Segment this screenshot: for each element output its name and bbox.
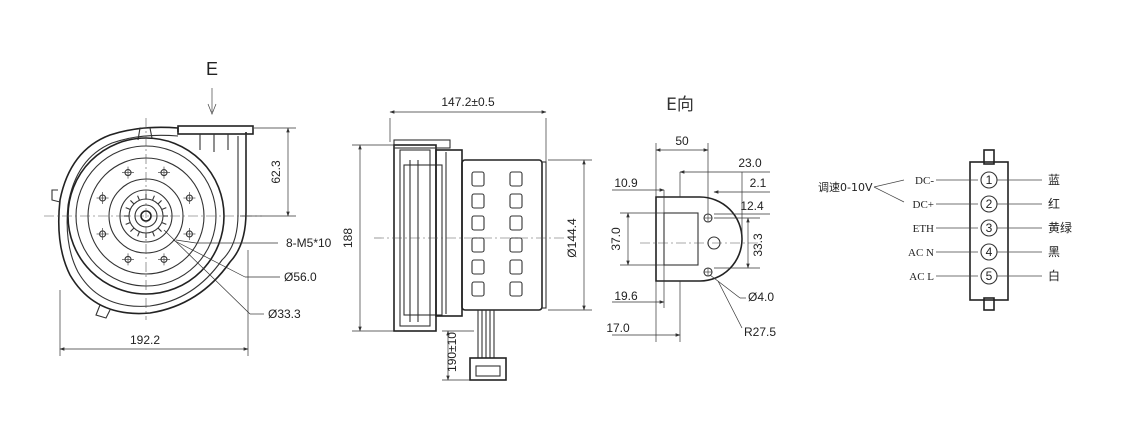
vent-slot [509, 237, 523, 253]
vent-slot [471, 281, 485, 297]
pin-wire-color: 红 [1048, 196, 1060, 211]
dim-17: 17.0 [606, 321, 630, 335]
pin-signal: AC L [909, 271, 934, 283]
dim-33-3: 33.3 [751, 233, 765, 257]
control-label: 调速0-10V [818, 181, 873, 194]
vent-slot [471, 215, 485, 231]
vent-slot [509, 281, 523, 297]
vent-slot [471, 259, 485, 275]
mounting-hole [157, 166, 170, 179]
dim-19-6: 19.6 [614, 289, 638, 303]
motor-front-view: 147.2±0.5 188 Ø144.4 190±10 [341, 95, 592, 381]
pin-wire-color: 蓝 [1048, 173, 1060, 187]
dim-188: 188 [341, 228, 355, 248]
pin-number: 5 [986, 269, 993, 283]
pin-signal: DC+ [913, 199, 934, 211]
pin-signal: ETH [913, 223, 934, 235]
e-view-title: E向 [666, 95, 694, 115]
mounting-hole [122, 166, 135, 179]
connector-bottom-tab [983, 297, 995, 311]
connector-top-tab [983, 149, 995, 165]
outlet-e-view: E向 50 23.0 10.9 2.1 12.4 37.0 [606, 95, 776, 342]
blower-side-view: E 192.2 [44, 59, 332, 356]
pin-number: 4 [986, 245, 993, 259]
mounting-hole [183, 227, 196, 240]
dim-width: 192.2 [130, 333, 160, 347]
pin-list: DC- 1 蓝 DC+ 2 红 ETH 3 黄绿 AC N 4 黑 AC L 5 白 [908, 171, 1072, 285]
pin-signal: AC N [908, 247, 934, 259]
view-letter-e: E [206, 59, 218, 79]
mounting-hole [122, 253, 135, 266]
wiring-diagram: 调速0-10V DC- 1 蓝 DC+ 2 红 ETH 3 黄绿 AC N 4 黑 AC L 5 白 [818, 149, 1072, 311]
dim-d56: Ø56.0 [284, 270, 317, 284]
mounting-hole [183, 192, 196, 205]
dim-diameter: Ø144.4 [565, 218, 579, 258]
dim-37: 37.0 [609, 227, 623, 251]
connector-body [969, 161, 1009, 301]
pin-number: 2 [986, 197, 993, 211]
vent-slots [471, 171, 523, 297]
outlet-outline [655, 196, 743, 282]
dim-d33: Ø33.3 [268, 307, 301, 321]
vent-slot [471, 171, 485, 187]
pin-wire-color: 黄绿 [1048, 220, 1072, 235]
dim-d4: Ø4.0 [748, 290, 774, 304]
outlet-opening [663, 212, 699, 266]
dim-23: 23.0 [738, 156, 762, 170]
cable-harness [469, 310, 507, 381]
pin-row: DC- 1 蓝 [915, 171, 1060, 189]
pin-number: 1 [986, 173, 993, 187]
dim-r27-5: R27.5 [744, 325, 776, 339]
dim-2-1: 2.1 [750, 176, 767, 190]
top-flange [177, 125, 254, 135]
vent-slot [509, 171, 523, 187]
dim-screws: 8-M5*10 [286, 236, 332, 250]
pin-row: DC+ 2 红 [913, 195, 1060, 213]
pin-signal: DC- [915, 175, 934, 187]
mid-housing [435, 149, 463, 317]
mounting-holes [96, 166, 196, 266]
pin-row: AC N 4 黑 [908, 243, 1060, 261]
mounting-hole [96, 227, 109, 240]
pin-row: AC L 5 白 [909, 267, 1060, 285]
dim-10-9: 10.9 [614, 176, 638, 190]
vent-slot [509, 215, 523, 231]
motor-body [461, 159, 543, 311]
dim-50: 50 [675, 134, 689, 148]
dim-cable: 190±10 [445, 332, 459, 372]
vent-slot [471, 193, 485, 209]
scroll-housing-outline [57, 126, 247, 315]
pin-wire-color: 黑 [1048, 245, 1060, 259]
vent-slot [509, 193, 523, 209]
dim-12-4: 12.4 [740, 199, 764, 213]
dim-height: 62.3 [269, 160, 283, 184]
pin-row: ETH 3 黄绿 [913, 219, 1072, 237]
vent-slot [509, 259, 523, 275]
pin-wire-color: 白 [1048, 268, 1060, 283]
mounting-hole [157, 253, 170, 266]
mounting-hole [96, 192, 109, 205]
dim-length: 147.2±0.5 [441, 95, 495, 109]
pin-number: 3 [986, 221, 993, 235]
vent-slot [471, 237, 485, 253]
